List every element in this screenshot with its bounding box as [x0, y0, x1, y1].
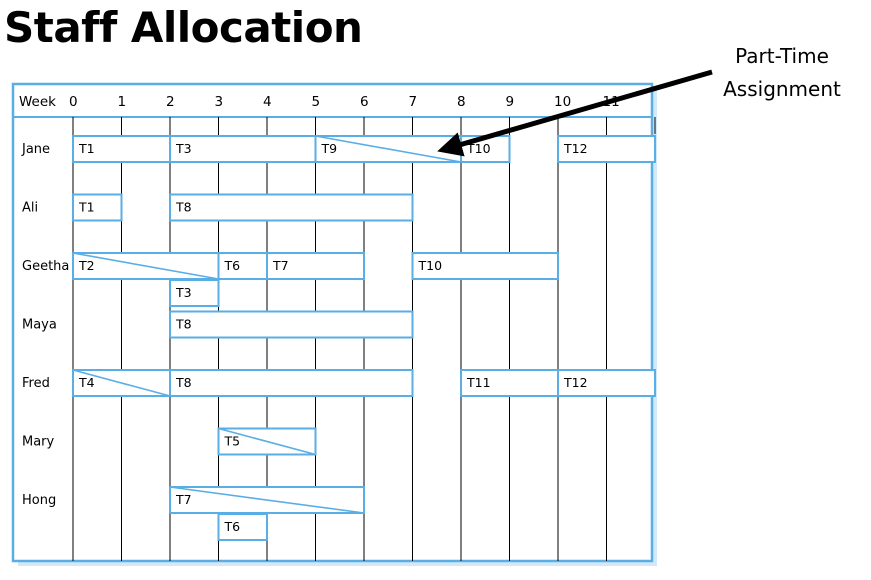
week-number-label: 6 — [360, 94, 369, 110]
task-bar — [557, 135, 656, 163]
task-bar — [460, 369, 559, 397]
week-number-label: 3 — [215, 94, 224, 110]
task-bar — [72, 193, 123, 222]
task-bar — [169, 193, 414, 222]
staff-name-label: Ali — [22, 201, 38, 216]
task-label: T2 — [78, 258, 95, 273]
staff-name-label: Fred — [22, 376, 50, 391]
task-label: T9 — [321, 141, 338, 156]
task-label: T4 — [78, 375, 95, 390]
task-label: T8 — [175, 317, 192, 332]
task-label: T12 — [563, 375, 588, 390]
task-label: T11 — [466, 375, 491, 390]
week-number-label: 9 — [506, 94, 515, 110]
task-bar — [411, 252, 559, 280]
staff-name-label: Geetha — [22, 259, 69, 274]
task-bar — [169, 310, 414, 339]
part-time-callout: Part-Time Assignment — [696, 40, 868, 106]
task-label: T3 — [175, 141, 192, 156]
week-number-label: 1 — [118, 94, 127, 110]
task-label: T5 — [224, 434, 241, 449]
part-time-diagonal — [218, 427, 316, 456]
callout-line-1: Part-Time — [735, 44, 829, 68]
week-number-label: 7 — [409, 94, 418, 110]
task-label: T7 — [175, 492, 192, 507]
part-time-diagonal — [169, 486, 365, 514]
week-number-label: 8 — [457, 94, 466, 110]
task-bar — [557, 369, 656, 397]
part-time-diagonal — [72, 252, 219, 280]
task-label: T1 — [78, 200, 95, 215]
part-time-diagonal — [315, 135, 462, 163]
task-label: T10 — [466, 141, 491, 156]
task-label: T1 — [78, 141, 95, 156]
task-label: T3 — [175, 285, 192, 300]
task-label: T7 — [272, 258, 289, 273]
week-number-label: 5 — [312, 94, 321, 110]
task-bar — [169, 279, 220, 307]
page-title: Staff Allocation — [4, 3, 363, 52]
part-time-diagonal — [72, 369, 171, 397]
week-number-label: 2 — [166, 94, 175, 110]
staff-name-label: Maya — [22, 318, 57, 333]
task-label: T8 — [175, 375, 192, 390]
task-bar — [169, 369, 414, 397]
task-bar — [217, 513, 268, 541]
staff-name-label: Hong — [22, 493, 56, 508]
week-header-label: Week — [19, 94, 56, 110]
week-number-label: 0 — [69, 94, 78, 110]
task-label: T12 — [563, 141, 588, 156]
task-label: T6 — [224, 519, 241, 534]
callout-arrow — [437, 69, 713, 157]
task-bar — [266, 252, 365, 280]
week-number-label: 4 — [263, 94, 272, 110]
task-label: T8 — [175, 200, 192, 215]
task-label: T10 — [418, 258, 443, 273]
staff-name-label: Jane — [21, 142, 50, 157]
callout-line-2: Assignment — [723, 77, 841, 101]
week-number-label: 10 — [554, 94, 571, 110]
staff-name-label: Mary — [22, 435, 55, 450]
task-label: T6 — [224, 258, 241, 273]
task-bar — [169, 135, 317, 163]
